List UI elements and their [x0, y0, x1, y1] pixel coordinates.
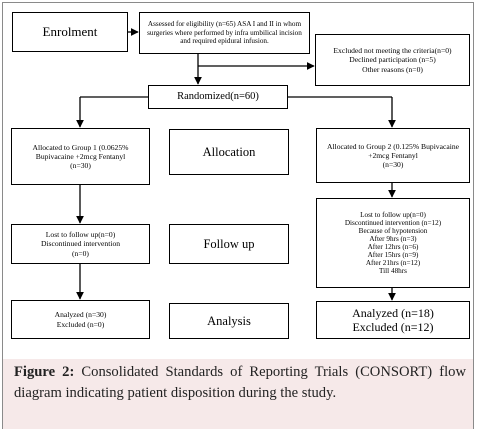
group2-allocated-text: Allocated to Group 2 (0.125% Bupivacaine… — [326, 141, 459, 170]
enrolment-label: Enrolment — [42, 24, 98, 40]
allocation-stage-box: Allocation — [169, 129, 289, 175]
allocation-stage-label: Allocation — [202, 144, 256, 159]
excluded-box: Excluded not meeting the criteria(n=0) D… — [315, 34, 470, 86]
group1-allocated-box: Allocated to Group 1 (0.0625% Bupivacain… — [11, 128, 150, 185]
enrolment-box: Enrolment — [12, 12, 128, 52]
follow-up-stage-label: Follow up — [203, 236, 255, 251]
group2-allocated-box: Allocated to Group 2 (0.125% Bupivacaine… — [316, 128, 470, 183]
group1-lost-text: Lost to follow up(n=0) Discontinued inte… — [40, 230, 121, 258]
analysis-stage-box: Analysis — [169, 303, 289, 339]
group1-analyzed-text: Analyzed (n=30) Excluded (n=0) — [54, 310, 107, 329]
figure-caption: Figure 2: Consolidated Standards of Repo… — [14, 362, 466, 404]
group1-lost-box: Lost to follow up(n=0) Discontinued inte… — [11, 224, 150, 264]
caption-text: Consolidated Standards of Reporting Tria… — [14, 364, 466, 401]
eligibility-text: Assessed for eligibility (n=65) ASA I an… — [147, 20, 302, 46]
group2-lost-text: Lost to follow up(n=0) Discontinued inte… — [344, 210, 442, 276]
caption-label: Figure 2: — [14, 364, 75, 380]
caption-background — [3, 359, 473, 429]
group1-analyzed-box: Analyzed (n=30) Excluded (n=0) — [11, 300, 150, 339]
eligibility-box: Assessed for eligibility (n=65) ASA I an… — [139, 12, 310, 54]
randomized-box: Randomized(n=60) — [148, 85, 288, 109]
group1-allocated-text: Allocated to Group 1 (0.0625% Bupivacain… — [32, 142, 129, 171]
excluded-text: Excluded not meeting the criteria(n=0) D… — [333, 46, 452, 74]
randomized-label: Randomized(n=60) — [177, 90, 259, 102]
group2-analyzed-text: Analyzed (n=18) Excluded (n=12) — [352, 305, 434, 334]
follow-up-stage-box: Follow up — [169, 224, 289, 264]
group2-lost-box: Lost to follow up(n=0) Discontinued inte… — [316, 198, 470, 288]
analysis-stage-label: Analysis — [207, 313, 251, 328]
group2-analyzed-box: Analyzed (n=18) Excluded (n=12) — [316, 301, 470, 339]
